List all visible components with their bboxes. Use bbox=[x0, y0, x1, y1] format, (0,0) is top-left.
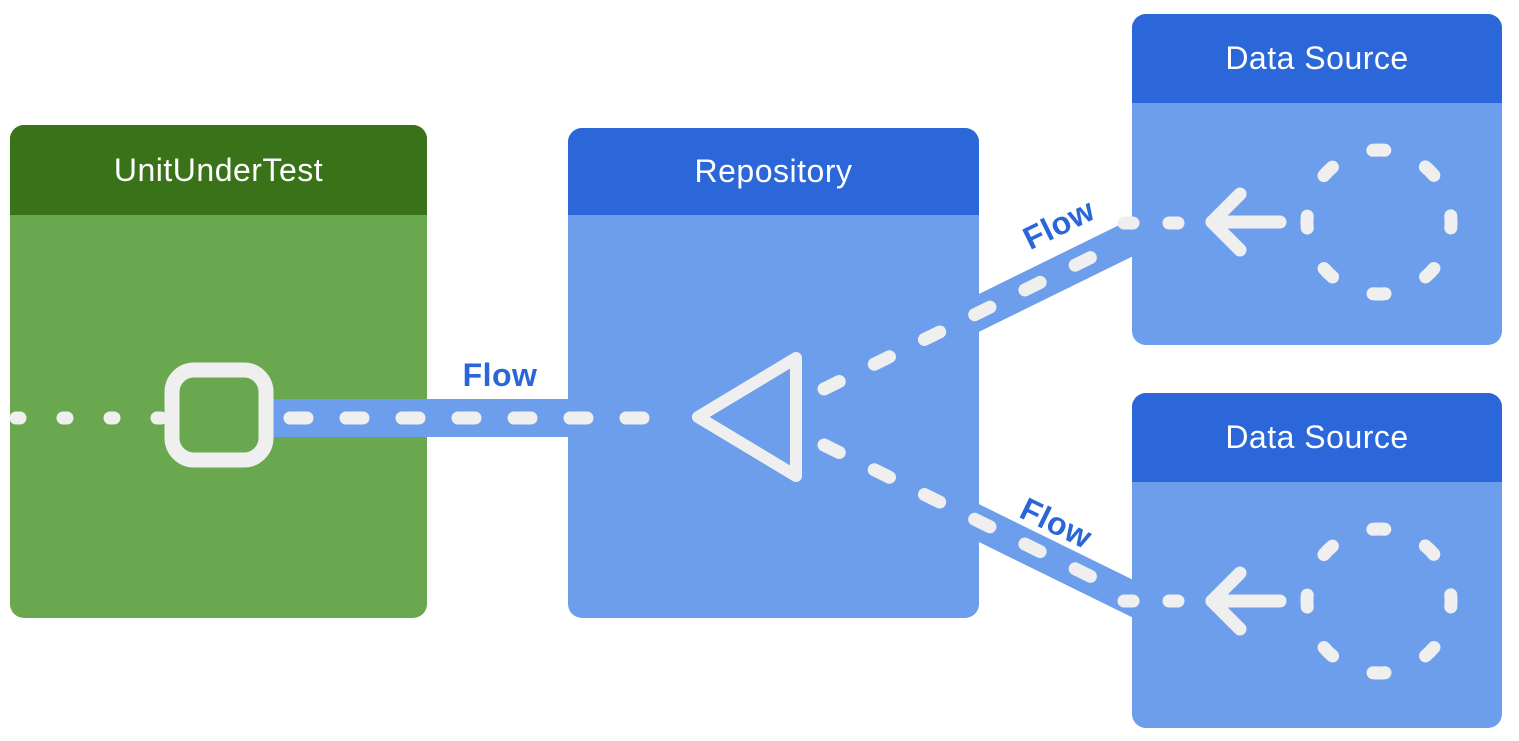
flow-label-top: Flow bbox=[1017, 191, 1101, 257]
node-data-source-bottom-label: Data Source bbox=[1225, 419, 1409, 455]
node-unit-under-test-label: UnitUnderTest bbox=[113, 151, 324, 188]
flow-label-bottom: Flow bbox=[1014, 490, 1098, 556]
flow-label-main: Flow bbox=[462, 357, 538, 393]
node-data-source-bottom-title-bar: Data Source bbox=[1132, 393, 1502, 482]
node-data-source-top-title-bar: Data Source bbox=[1132, 14, 1502, 103]
node-repository-label: Repository bbox=[694, 153, 853, 189]
node-unit-under-test-title-bar: UnitUnderTest bbox=[10, 125, 427, 215]
node-repository: Repository bbox=[568, 128, 979, 618]
node-data-source-bottom: Data Source bbox=[1132, 393, 1502, 728]
node-unit-under-test: UnitUnderTest bbox=[10, 125, 427, 618]
node-data-source-top: Data Source bbox=[1132, 14, 1502, 345]
node-data-source-top-label: Data Source bbox=[1225, 40, 1409, 76]
node-repository-title-bar: Repository bbox=[568, 128, 979, 215]
